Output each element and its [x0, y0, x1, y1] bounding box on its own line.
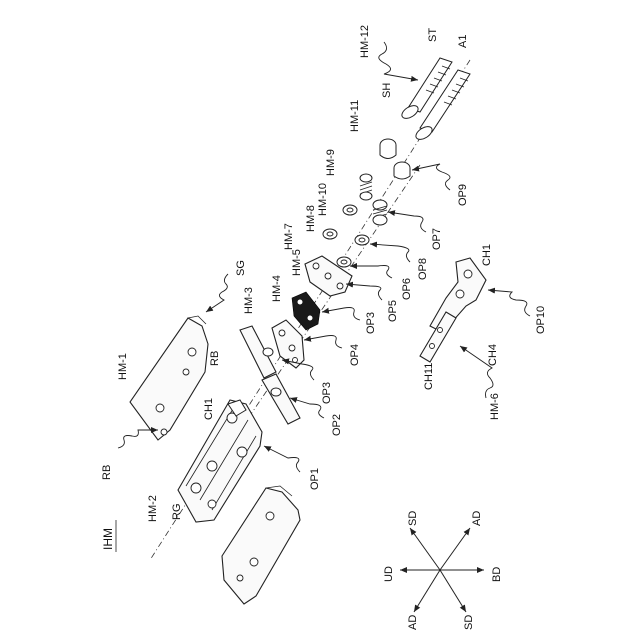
leader-op6: [350, 266, 392, 279]
bar-hm3: [240, 326, 276, 378]
label-op6: OP6: [401, 278, 413, 300]
washer-op6: [337, 257, 351, 267]
washer-hm8: [323, 229, 337, 239]
label-hm12: HM-12: [359, 25, 371, 58]
dir-sd-top: SD: [407, 511, 419, 526]
figure-label: IHM: [101, 528, 115, 550]
label-hm10: HM-10: [317, 183, 329, 216]
label-op9: OP9: [457, 184, 469, 206]
label-op7: OP7: [431, 228, 443, 250]
leader-op5: [346, 284, 382, 300]
washer-op9: [394, 162, 410, 179]
leader-op7: [388, 212, 426, 232]
label-ch1-left: CH1: [203, 398, 215, 420]
label-op3-lower: OP3: [321, 382, 333, 404]
label-hm1: HM-1: [117, 353, 129, 380]
leader-op10: [488, 290, 530, 316]
label-ch1-right: CH1: [481, 244, 493, 266]
cam-op3: [292, 292, 320, 330]
leader-op4: [304, 336, 342, 349]
washer-op8: [355, 235, 369, 245]
cover-plate-hm1: [130, 316, 208, 440]
leader-sg: [206, 274, 228, 312]
label-hm6: HM-6: [489, 393, 501, 420]
hinge-body-hm2: [178, 400, 262, 522]
leader-op8: [370, 244, 410, 262]
leader-op3b: [282, 360, 314, 380]
label-hm5: HM-5: [291, 249, 303, 276]
leader-op3a: [322, 308, 360, 321]
label-ch11: CH11: [423, 363, 435, 390]
label-hm4: HM-4: [271, 275, 283, 302]
mount-plate-lower: [222, 486, 300, 604]
label-hm3: HM-3: [243, 287, 255, 314]
label-rb-left: RB: [101, 465, 113, 480]
label-op5: OP5: [387, 300, 399, 322]
dir-ad-bottom: AD: [407, 615, 419, 630]
label-op1: OP1: [309, 468, 321, 490]
label-op4: OP4: [349, 344, 361, 366]
label-op2: OP2: [331, 414, 343, 436]
label-rb-top: RB: [209, 351, 221, 366]
label-hm8: HM-8: [305, 205, 317, 232]
dir-ud: UD: [383, 566, 395, 582]
leader-hm12: [379, 42, 418, 80]
direction-arrows: [400, 528, 484, 612]
spring-hm9: [360, 174, 372, 200]
label-op8: OP8: [417, 258, 429, 280]
label-op3-upper: OP3: [365, 312, 377, 334]
leader-op1: [264, 446, 300, 472]
label-ch4: CH4: [487, 344, 499, 366]
label-hm9: HM-9: [325, 149, 337, 176]
label-rg: RG: [171, 504, 183, 521]
washer-hm10: [343, 205, 357, 215]
label-hm7: HM-7: [283, 223, 295, 250]
label-sg: SG: [235, 260, 247, 276]
label-st: ST: [427, 28, 439, 42]
bracket-hm6: [420, 258, 486, 362]
dir-ad-top: AD: [471, 511, 483, 526]
bushing-hm11: [380, 139, 396, 159]
label-op10: OP10: [535, 306, 547, 334]
label-a1: A1: [457, 35, 469, 48]
spring-op7: [373, 200, 387, 225]
label-hm2: HM-2: [147, 495, 159, 522]
dir-bd: BD: [491, 567, 503, 582]
label-hm11: HM-11: [349, 100, 361, 132]
dir-sd-bottom: SD: [463, 615, 475, 630]
label-sh: SH: [381, 83, 393, 98]
